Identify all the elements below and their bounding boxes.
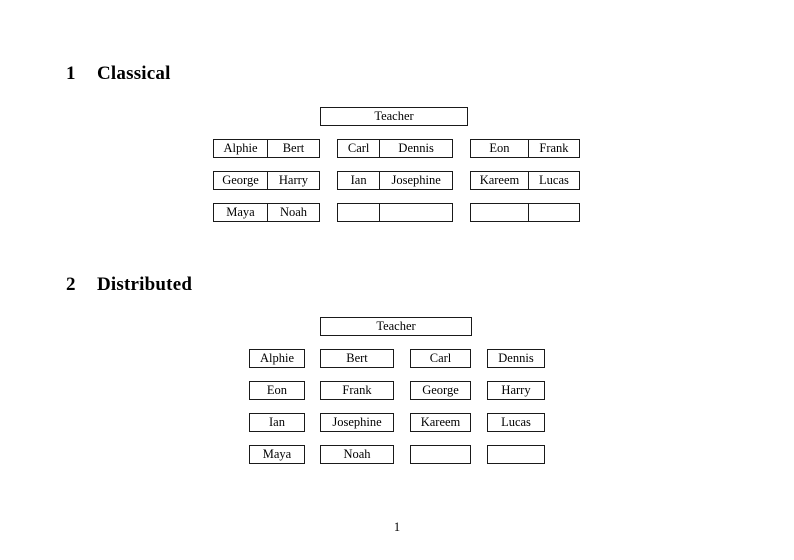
section-title: Classical [97, 63, 171, 84]
teacher-label: Teacher [376, 319, 416, 333]
student-cell-empty [338, 204, 379, 221]
student-cell: Ian [350, 173, 367, 187]
student-pair-group: Eon Frank [470, 139, 580, 158]
section-title: Distributed [97, 274, 193, 295]
page-number: 1 [393, 520, 401, 534]
student-cell: Harry [266, 172, 319, 189]
student-cell: Noah [266, 204, 319, 221]
student-cell: Bert [266, 140, 319, 157]
student-cell: George [222, 173, 259, 187]
student-box: Noah [320, 445, 394, 464]
student-box: Lucas [487, 413, 545, 432]
student-pair-group-empty [470, 203, 580, 222]
student-box-empty [410, 445, 471, 464]
teacher-label: Teacher [374, 109, 414, 123]
student-cell: Alphie [223, 141, 258, 155]
section-heading-classical: 1 Classical [66, 63, 171, 85]
student-cell: Josephine [379, 172, 452, 189]
section-heading-distributed: 2 Distributed [66, 274, 192, 296]
student-box-empty [487, 445, 545, 464]
student-cell-empty [379, 204, 452, 221]
student-pair-group: Carl Dennis [337, 139, 453, 158]
student-cell: Kareem [479, 173, 520, 187]
student-pair-group: Ian Josephine [337, 171, 453, 190]
student-cell: Frank [527, 140, 579, 157]
student-pair-group: Kareem Lucas [470, 171, 580, 190]
student-box: Alphie [249, 349, 305, 368]
student-cell: Maya [226, 205, 255, 219]
teacher-box: Teacher [320, 107, 468, 126]
teacher-box: Teacher [320, 317, 472, 336]
student-pair-group-empty [337, 203, 453, 222]
student-box: Eon [249, 381, 305, 400]
student-box: Frank [320, 381, 394, 400]
section-number: 2 [66, 274, 76, 295]
student-cell-empty [527, 204, 579, 221]
student-box: Carl [410, 349, 471, 368]
student-box: Josephine [320, 413, 394, 432]
student-box: Bert [320, 349, 394, 368]
student-box: Harry [487, 381, 545, 400]
student-cell: Lucas [527, 172, 579, 189]
student-box: George [410, 381, 471, 400]
student-cell: Dennis [379, 140, 452, 157]
student-pair-group: Alphie Bert [213, 139, 320, 158]
section-number: 1 [66, 63, 76, 84]
student-box: Ian [249, 413, 305, 432]
student-box: Dennis [487, 349, 545, 368]
student-pair-group: Maya Noah [213, 203, 320, 222]
student-box: Kareem [410, 413, 471, 432]
student-cell: Eon [489, 141, 510, 155]
student-pair-group: George Harry [213, 171, 320, 190]
student-cell-empty [471, 204, 528, 221]
student-box: Maya [249, 445, 305, 464]
student-cell: Carl [347, 141, 370, 155]
